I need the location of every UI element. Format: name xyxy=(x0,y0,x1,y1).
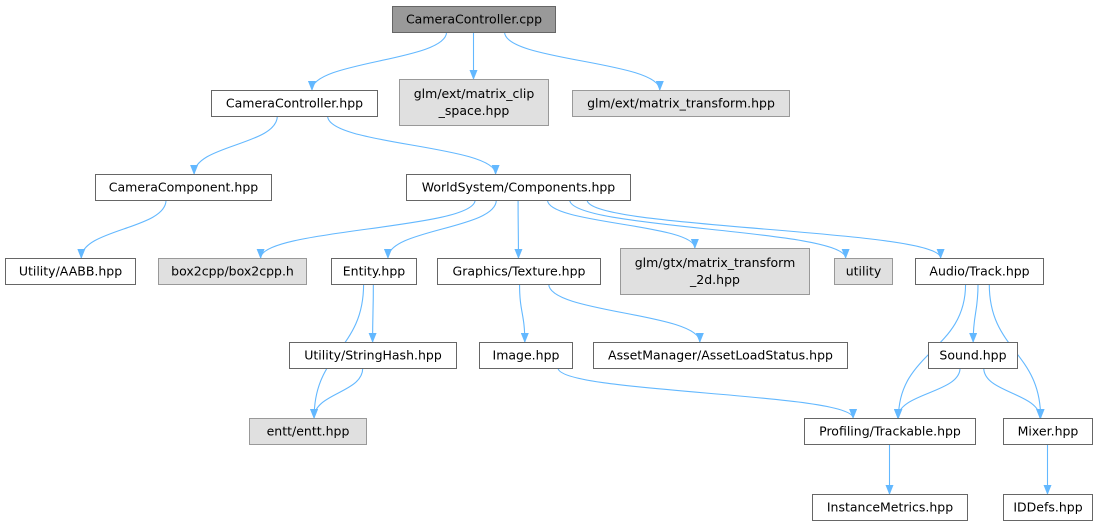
node-metrics[interactable]: InstanceMetrics.hpp xyxy=(812,494,968,521)
node-box xyxy=(834,258,893,285)
node-box xyxy=(804,418,976,445)
node-gtx2d: glm/gtx/matrix_transform _2d.hpp xyxy=(620,248,810,295)
node-label: AssetManager/AssetLoadStatus.hpp xyxy=(608,348,833,363)
node-label: glm/gtx/matrix_transform xyxy=(635,255,796,270)
node-label: glm/ext/matrix_transform.hpp xyxy=(587,96,775,111)
node-box xyxy=(620,248,810,295)
node-box xyxy=(158,258,307,285)
node-label: utility xyxy=(846,264,882,279)
edge-root-to-camctrl_hpp xyxy=(307,31,448,91)
edge-sound-to-trackable xyxy=(893,367,961,419)
edge-stringhash-to-entt xyxy=(310,367,364,419)
node-mixer[interactable]: Mixer.hpp xyxy=(1003,418,1093,445)
node-box xyxy=(406,174,631,201)
node-utility: utility xyxy=(834,258,893,285)
node-box xyxy=(479,342,573,369)
node-label: CameraComponent.hpp xyxy=(109,180,258,195)
node-glm_transform: glm/ext/matrix_transform.hpp xyxy=(572,90,790,117)
node-label: CameraController.cpp xyxy=(406,12,542,27)
node-entt: entt/entt.hpp xyxy=(249,418,367,445)
node-track[interactable]: Audio/Track.hpp xyxy=(915,258,1044,285)
node-label: Graphics/Texture.hpp xyxy=(453,264,586,279)
node-aabb[interactable]: Utility/AABB.hpp xyxy=(5,258,136,285)
node-box xyxy=(289,342,457,369)
node-box xyxy=(331,258,417,285)
node-sound[interactable]: Sound.hpp xyxy=(928,342,1018,369)
node-label: Utility/StringHash.hpp xyxy=(304,348,442,363)
node-label: Entity.hpp xyxy=(343,264,406,279)
node-box xyxy=(915,258,1044,285)
node-label: Utility/AABB.hpp xyxy=(19,264,122,279)
edge-worldsys-to-gtx2d xyxy=(546,199,699,249)
node-label: glm/ext/matrix_clip xyxy=(414,86,535,101)
node-box xyxy=(399,79,549,126)
node-trackable[interactable]: Profiling/Trackable.hpp xyxy=(804,418,976,445)
node-label: Image.hpp xyxy=(493,348,560,363)
node-box xyxy=(572,90,790,117)
node-label: Sound.hpp xyxy=(939,348,1006,363)
edge-entity-to-stringhash xyxy=(368,283,377,343)
edge-camctrl_hpp-to-camcomp xyxy=(190,115,278,175)
node-box xyxy=(812,494,968,521)
edge-worldsys-to-track xyxy=(586,199,945,259)
edge-root-to-glm_transform xyxy=(504,31,664,91)
node-box xyxy=(1003,494,1093,521)
node-label: IDDefs.hpp xyxy=(1013,500,1082,515)
node-box2d: box2cpp/box2cpp.h xyxy=(158,258,307,285)
node-box xyxy=(392,6,556,33)
edge-texture-to-assetstatus xyxy=(548,283,704,343)
node-camcomp[interactable]: CameraComponent.hpp xyxy=(95,174,272,201)
node-box xyxy=(211,90,378,117)
node-glm_clip: glm/ext/matrix_clip _space.hpp xyxy=(399,79,549,126)
nodes-layer: CameraController.cppCameraController.hpp… xyxy=(5,6,1093,521)
edge-texture-to-image xyxy=(519,283,529,343)
node-label: InstanceMetrics.hpp xyxy=(827,500,953,515)
node-label: CameraController.hpp xyxy=(226,96,363,111)
edge-image-to-trackable xyxy=(557,367,857,419)
edge-sound-to-mixer xyxy=(983,367,1044,419)
edge-worldsys-to-box2d xyxy=(256,199,476,259)
edge-camcomp-to-aabb xyxy=(77,199,167,259)
node-box xyxy=(249,418,367,445)
node-camctrl_hpp[interactable]: CameraController.hpp xyxy=(211,90,378,117)
node-box xyxy=(437,258,601,285)
node-image[interactable]: Image.hpp xyxy=(479,342,573,369)
node-label: _2d.hpp xyxy=(689,272,740,287)
node-root[interactable]: CameraController.cpp xyxy=(392,6,556,33)
edge-worldsys-to-utility xyxy=(569,199,850,259)
node-label: _space.hpp xyxy=(438,103,510,118)
node-label: box2cpp/box2cpp.h xyxy=(171,264,294,279)
edge-camctrl_hpp-to-worldsys xyxy=(327,115,500,175)
node-label: Audio/Track.hpp xyxy=(929,264,1029,279)
node-entity[interactable]: Entity.hpp xyxy=(331,258,417,285)
node-stringhash[interactable]: Utility/StringHash.hpp xyxy=(289,342,457,369)
node-box xyxy=(1003,418,1093,445)
node-box xyxy=(593,342,848,369)
node-box xyxy=(95,174,272,201)
node-label: entt/entt.hpp xyxy=(267,424,350,439)
node-box xyxy=(5,258,136,285)
node-box xyxy=(928,342,1018,369)
edge-track-to-sound xyxy=(969,283,979,343)
node-worldsys[interactable]: WorldSystem/Components.hpp xyxy=(406,174,631,201)
node-label: WorldSystem/Components.hpp xyxy=(422,180,616,195)
edge-worldsys-to-entity xyxy=(383,199,497,259)
node-iddefs[interactable]: IDDefs.hpp xyxy=(1003,494,1093,521)
node-texture[interactable]: Graphics/Texture.hpp xyxy=(437,258,601,285)
node-label: Mixer.hpp xyxy=(1018,424,1079,439)
node-assetstatus[interactable]: AssetManager/AssetLoadStatus.hpp xyxy=(593,342,848,369)
node-label: Profiling/Trackable.hpp xyxy=(819,424,961,439)
